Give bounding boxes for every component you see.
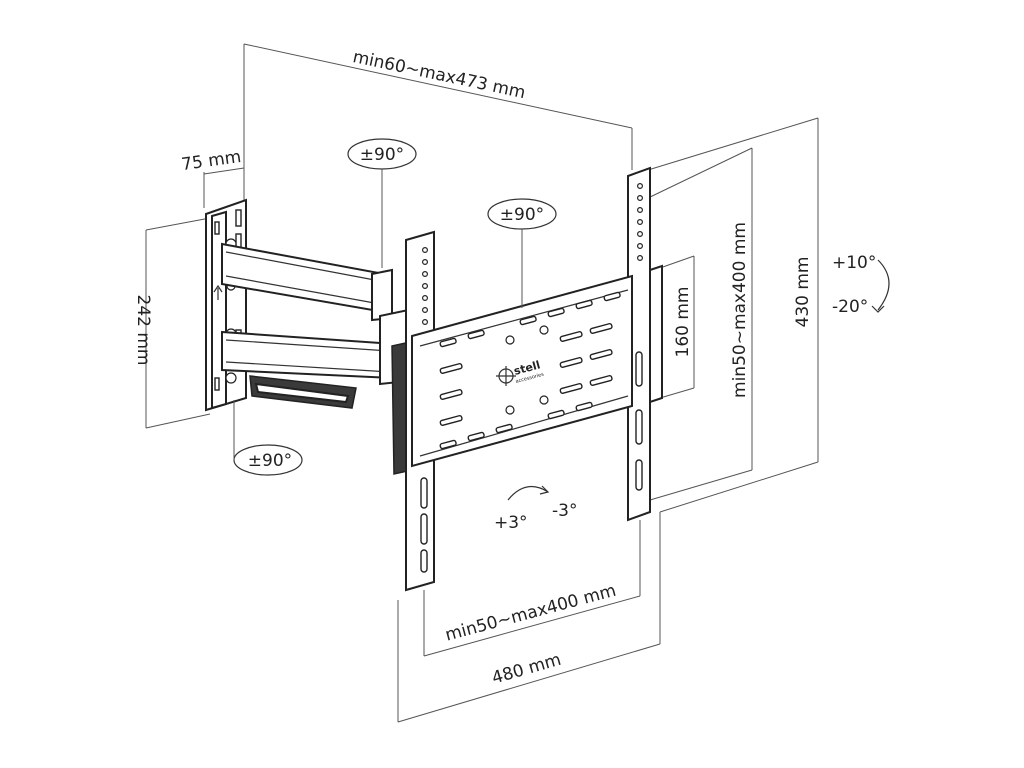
left-rail-holes: [420, 247, 429, 573]
level-minus-label: -3°: [552, 501, 577, 521]
tilt-up-label: +10°: [832, 253, 876, 273]
wall-height-label: 242 mm: [133, 295, 153, 366]
vesa-vertical-label: min50~max400 mm: [730, 222, 750, 398]
tilt-down-label: -20°: [832, 297, 868, 317]
vesa-horizontal-label: min50~max400 mm: [443, 581, 618, 646]
top-span-label: min60~max473 mm: [351, 47, 527, 103]
level-plus-label: +3°: [494, 513, 528, 533]
swing-arms: [221, 242, 419, 475]
cross-plate-slots: [439, 291, 621, 450]
rotation-arm-top: ±90°: [347, 138, 417, 268]
overall-width-label: 480 mm: [490, 650, 564, 689]
tv-plate: stell accessories: [405, 166, 663, 592]
rotation-plate-top: ±90°: [487, 198, 557, 308]
overall-height-label: 430 mm: [793, 257, 813, 328]
right-rail-holes: [635, 183, 643, 491]
wall-offset-label: 75 mm: [180, 147, 242, 175]
inner-height-label: 160 mm: [673, 287, 693, 358]
wall-plate: [205, 198, 247, 412]
rotation-wall-bottom: ±90°: [233, 400, 303, 476]
level-indicator: +3° -3°: [494, 485, 577, 533]
dimension-lines: [145, 43, 819, 723]
wall-bottom-rotation-label: ±90°: [248, 451, 292, 471]
tilt-indicator: +10° -20°: [832, 253, 890, 317]
plate-top-rotation-label: ±90°: [500, 205, 544, 225]
arm-top-rotation-label: ±90°: [360, 145, 404, 165]
